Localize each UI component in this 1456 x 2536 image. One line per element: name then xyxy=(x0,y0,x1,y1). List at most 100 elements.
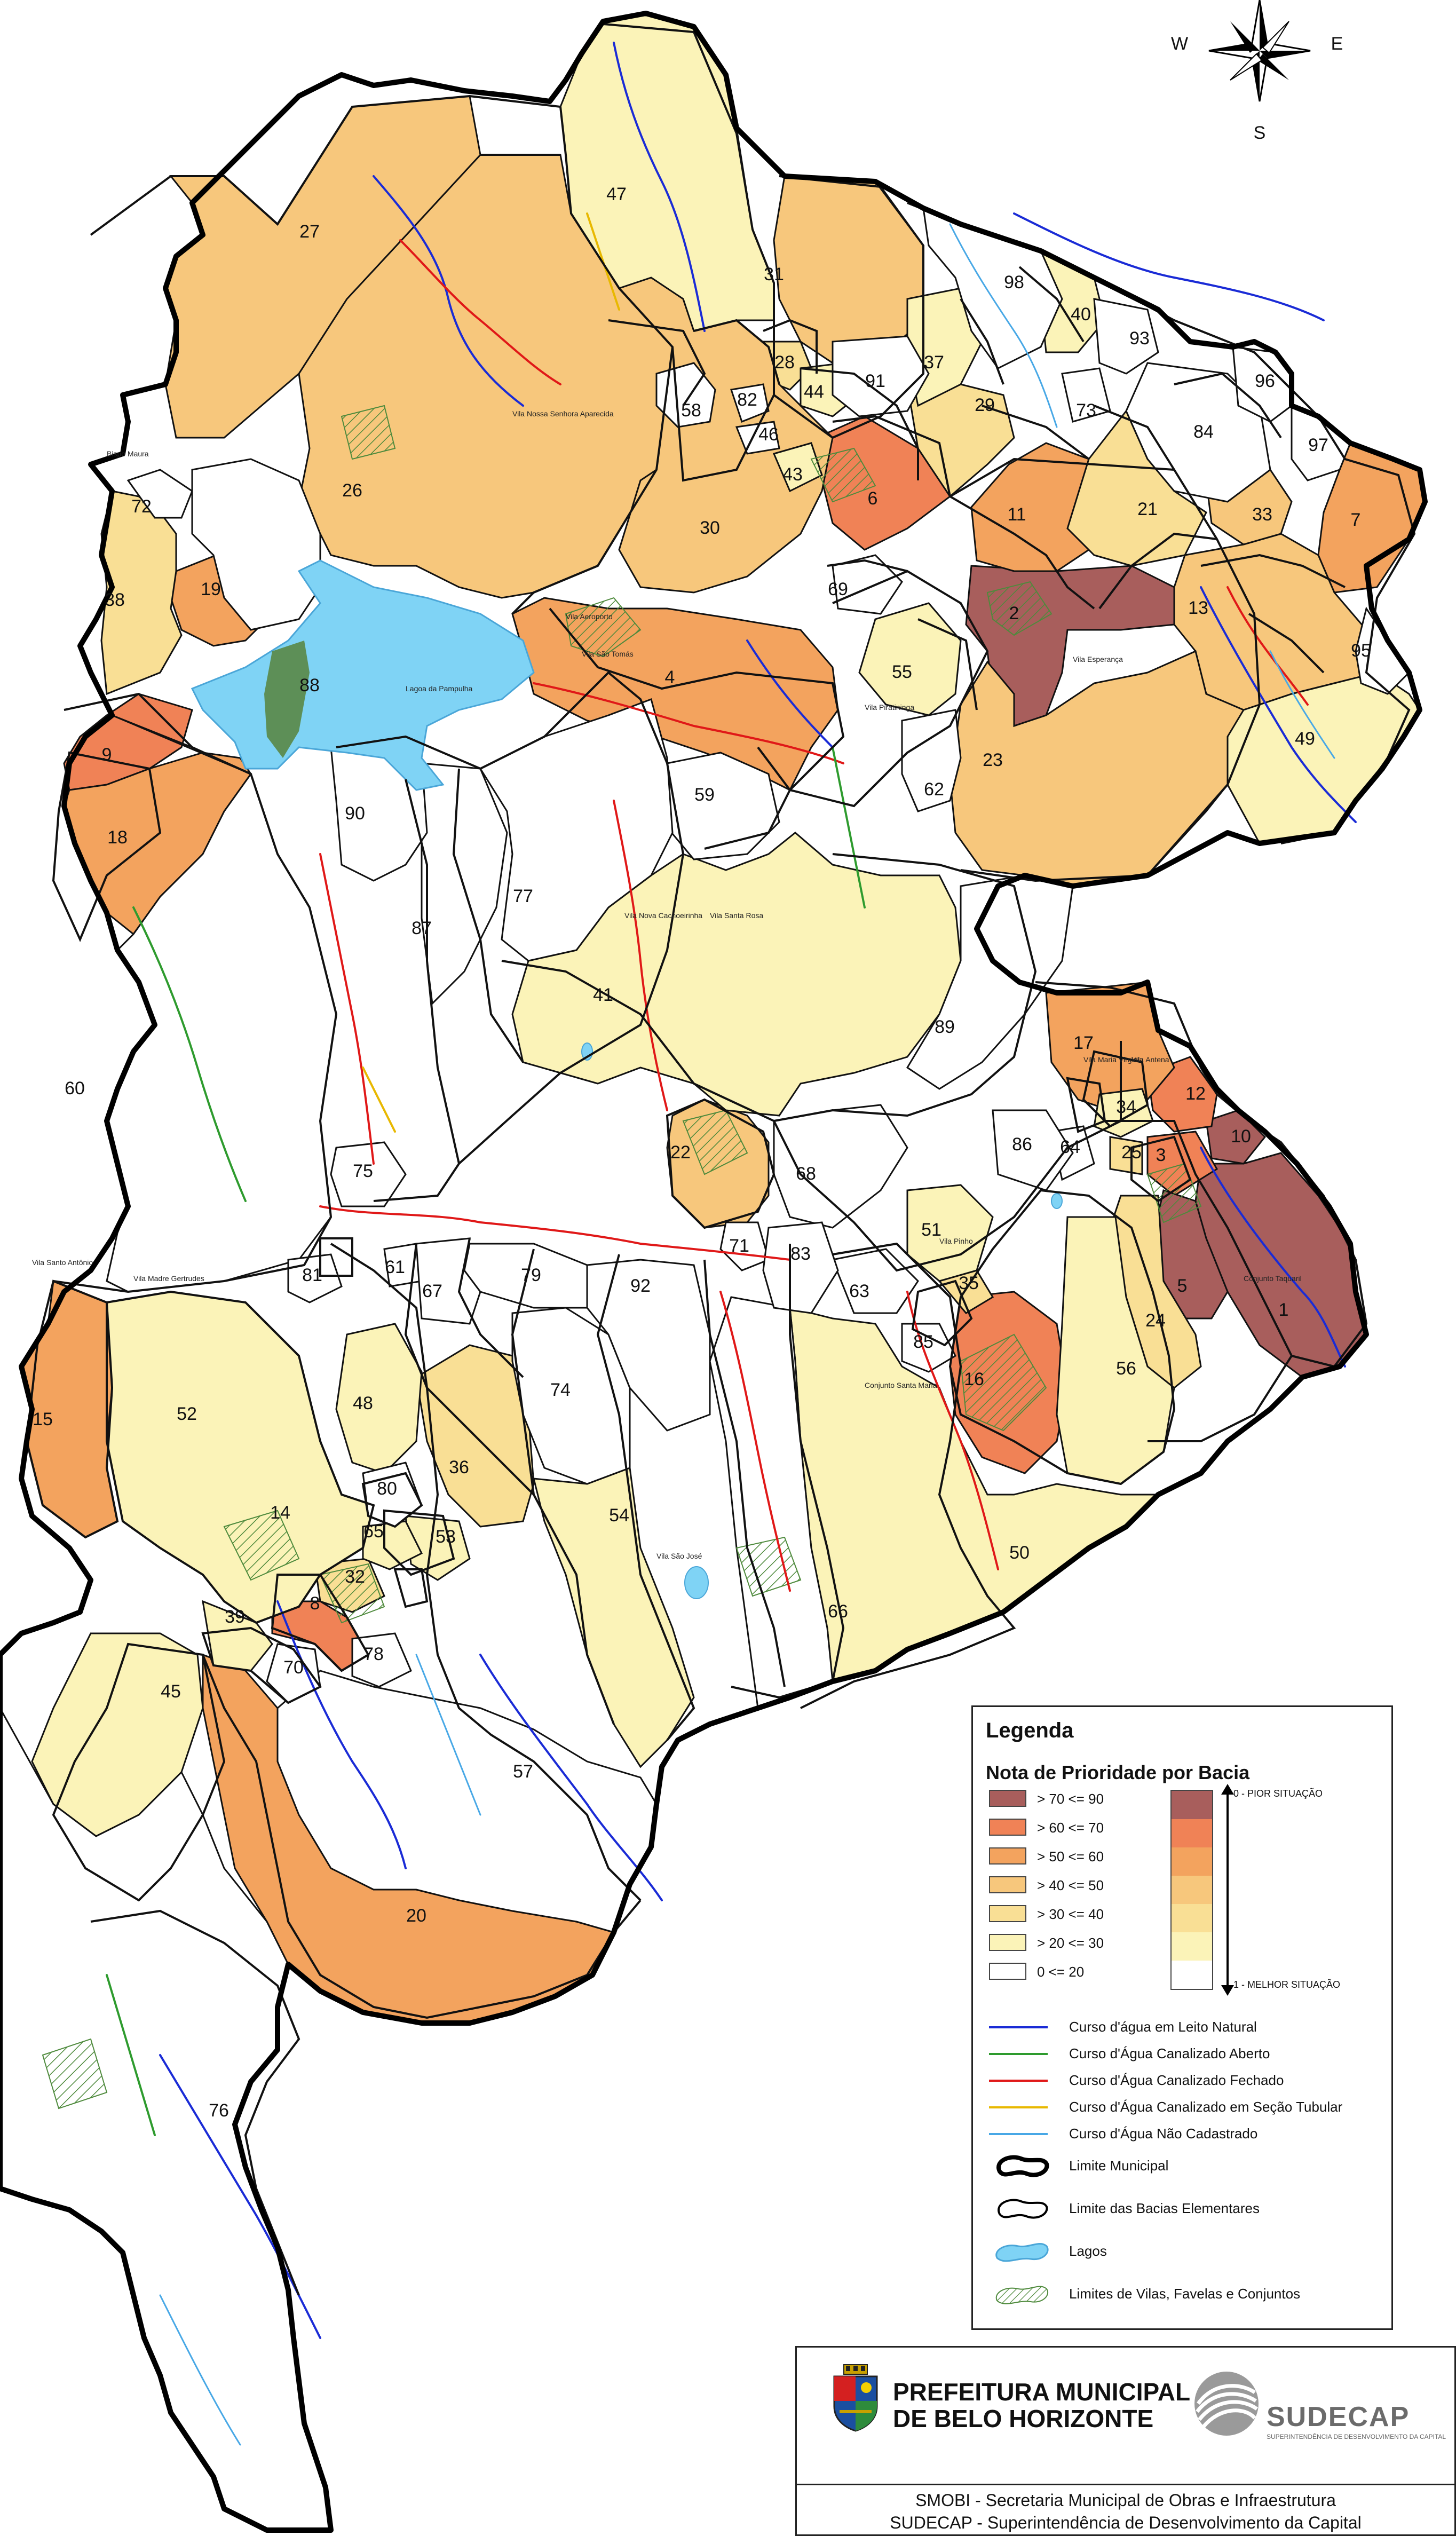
basin-label-6: 6 xyxy=(868,488,878,509)
legend-line-swatch xyxy=(989,2053,1048,2055)
favela-areas xyxy=(42,405,1202,2110)
pampulha-island xyxy=(264,641,310,758)
basin-label-92: 92 xyxy=(630,1276,651,1296)
legend-swatch xyxy=(989,1790,1026,1807)
basin-label-77: 77 xyxy=(513,886,533,906)
basin-label-59: 59 xyxy=(694,785,715,805)
basin-label-19: 19 xyxy=(201,579,221,599)
basin-label-24: 24 xyxy=(1145,1310,1166,1331)
basin-88 xyxy=(191,458,321,631)
basin-label-55: 55 xyxy=(892,662,912,682)
scale-segment xyxy=(1172,1819,1212,1847)
legend-class-label: 0 <= 20 xyxy=(1037,1964,1085,1980)
river-natural xyxy=(613,42,706,332)
scale-segment xyxy=(1172,1961,1212,1989)
basin-label-25: 25 xyxy=(1121,1142,1142,1163)
basin-label-67: 67 xyxy=(422,1281,442,1301)
legend-line-label: Curso d'água em Leito Natural xyxy=(1069,2019,1257,2035)
lake xyxy=(684,1566,709,1599)
municipal-limit-icon xyxy=(996,2155,1049,2177)
basin-71 xyxy=(719,1221,770,1271)
basin-label-17: 17 xyxy=(1073,1033,1094,1053)
basin-label-32: 32 xyxy=(345,1567,365,1587)
basin-label-90: 90 xyxy=(345,803,365,824)
favela-area xyxy=(810,447,876,503)
scale-segment xyxy=(1172,1876,1212,1904)
basin-label-89: 89 xyxy=(935,1017,955,1037)
legend-class-label: > 20 <= 30 xyxy=(1037,1935,1104,1951)
legend-class-row: > 30 <= 40 xyxy=(989,1905,1213,1923)
legend-line-label: Curso d'Água Canalizado Fechado xyxy=(1069,2072,1284,2088)
basin-label-8: 8 xyxy=(310,1593,320,1614)
basin-boundaries xyxy=(25,23,1416,2296)
basin-label-86: 86 xyxy=(1012,1134,1032,1155)
place-label: Conjunto Taquaril xyxy=(1244,1274,1302,1283)
place-label: Conjunto Santa Maria xyxy=(865,1381,937,1389)
legend-swatch xyxy=(989,1905,1026,1922)
basin-label-43: 43 xyxy=(782,464,803,485)
basin-label-27: 27 xyxy=(299,222,320,242)
place-label: Vila Santo Antônio xyxy=(32,1258,93,1267)
basin-label-62: 62 xyxy=(924,779,944,800)
basin-label-98: 98 xyxy=(1004,272,1024,293)
basin-label-46: 46 xyxy=(758,424,779,445)
basin-label-75: 75 xyxy=(353,1161,373,1181)
legend-class-row: > 20 <= 30 xyxy=(989,1934,1213,1952)
basin-label-3: 3 xyxy=(1156,1145,1166,1165)
scale-segment xyxy=(1172,1932,1212,1961)
river-open xyxy=(832,746,866,908)
sudecap-name: SUDECAP xyxy=(1267,2401,1410,2432)
legend-swatch xyxy=(989,1876,1026,1893)
basin-label-70: 70 xyxy=(283,1657,304,1678)
basin-label-82: 82 xyxy=(737,390,757,410)
basin-label-22: 22 xyxy=(670,1142,691,1163)
basin-86 xyxy=(992,1109,1074,1191)
pbh-crest-icon xyxy=(833,2364,878,2432)
legend-municipal-limit-label: Limite Municipal xyxy=(1069,2158,1169,2174)
legend-basin-limit: Limite das Bacias Elementares xyxy=(989,2193,1384,2225)
river-closed xyxy=(719,1291,791,1592)
basin-82 xyxy=(730,383,770,423)
basin-48 xyxy=(335,1323,423,1474)
place-label: Bispo Maura xyxy=(107,449,149,458)
basin-label-60: 60 xyxy=(65,1078,85,1099)
legend-line-label: Curso d'Água Não Cadastrado xyxy=(1069,2126,1258,2142)
river-natural xyxy=(276,1600,407,1869)
basin-91 xyxy=(832,335,930,417)
place-label: Vila São Tomás xyxy=(582,650,634,658)
basin-68 xyxy=(773,1104,908,1229)
legend-class-row: > 70 <= 90 xyxy=(989,1790,1213,1808)
river-closed xyxy=(319,1205,791,1261)
basin-label-66: 66 xyxy=(828,1601,848,1622)
legend-color-scale xyxy=(1170,1790,1213,1990)
basin-label-10: 10 xyxy=(1231,1126,1251,1147)
basin-label-16: 16 xyxy=(964,1369,984,1389)
basin-39 xyxy=(202,1600,273,1672)
basin-label-35: 35 xyxy=(959,1273,979,1293)
basin-label-47: 47 xyxy=(606,184,627,204)
basin-label-28: 28 xyxy=(774,352,795,373)
legend-line-swatch xyxy=(989,2026,1048,2028)
basin-label-74: 74 xyxy=(550,1380,571,1400)
favela-area xyxy=(986,581,1053,636)
basin-label-7: 7 xyxy=(1351,510,1361,530)
basin-10 xyxy=(1205,1109,1267,1165)
river-closed xyxy=(399,239,561,385)
basin-label-84: 84 xyxy=(1193,422,1214,442)
basin-label-9: 9 xyxy=(102,745,112,765)
legend-title: Legenda xyxy=(986,1719,1074,1742)
legend-class-label: > 30 <= 40 xyxy=(1037,1906,1104,1922)
sudecap-logo-icon xyxy=(1194,2372,1259,2436)
basin-number-labels: 1234567891011121314151617181920212223242… xyxy=(33,184,1371,2121)
compass-south: S xyxy=(1254,123,1266,143)
place-label: Vila Esperança xyxy=(1073,655,1123,663)
basin-83 xyxy=(762,1221,839,1314)
place-label: Vila Maria Virginia xyxy=(1083,1055,1144,1064)
basin-label-87: 87 xyxy=(412,918,432,938)
basin-label-14: 14 xyxy=(270,1503,290,1523)
sudecap-subtitle: SUPERINTENDÊNCIA DE DESENVOLVIMENTO DA C… xyxy=(1267,2433,1446,2440)
legend-lakes-label: Lagos xyxy=(1069,2243,1107,2259)
river-natural xyxy=(1013,212,1325,321)
basin-label-63: 63 xyxy=(849,1281,869,1301)
basin-77 xyxy=(479,698,674,962)
